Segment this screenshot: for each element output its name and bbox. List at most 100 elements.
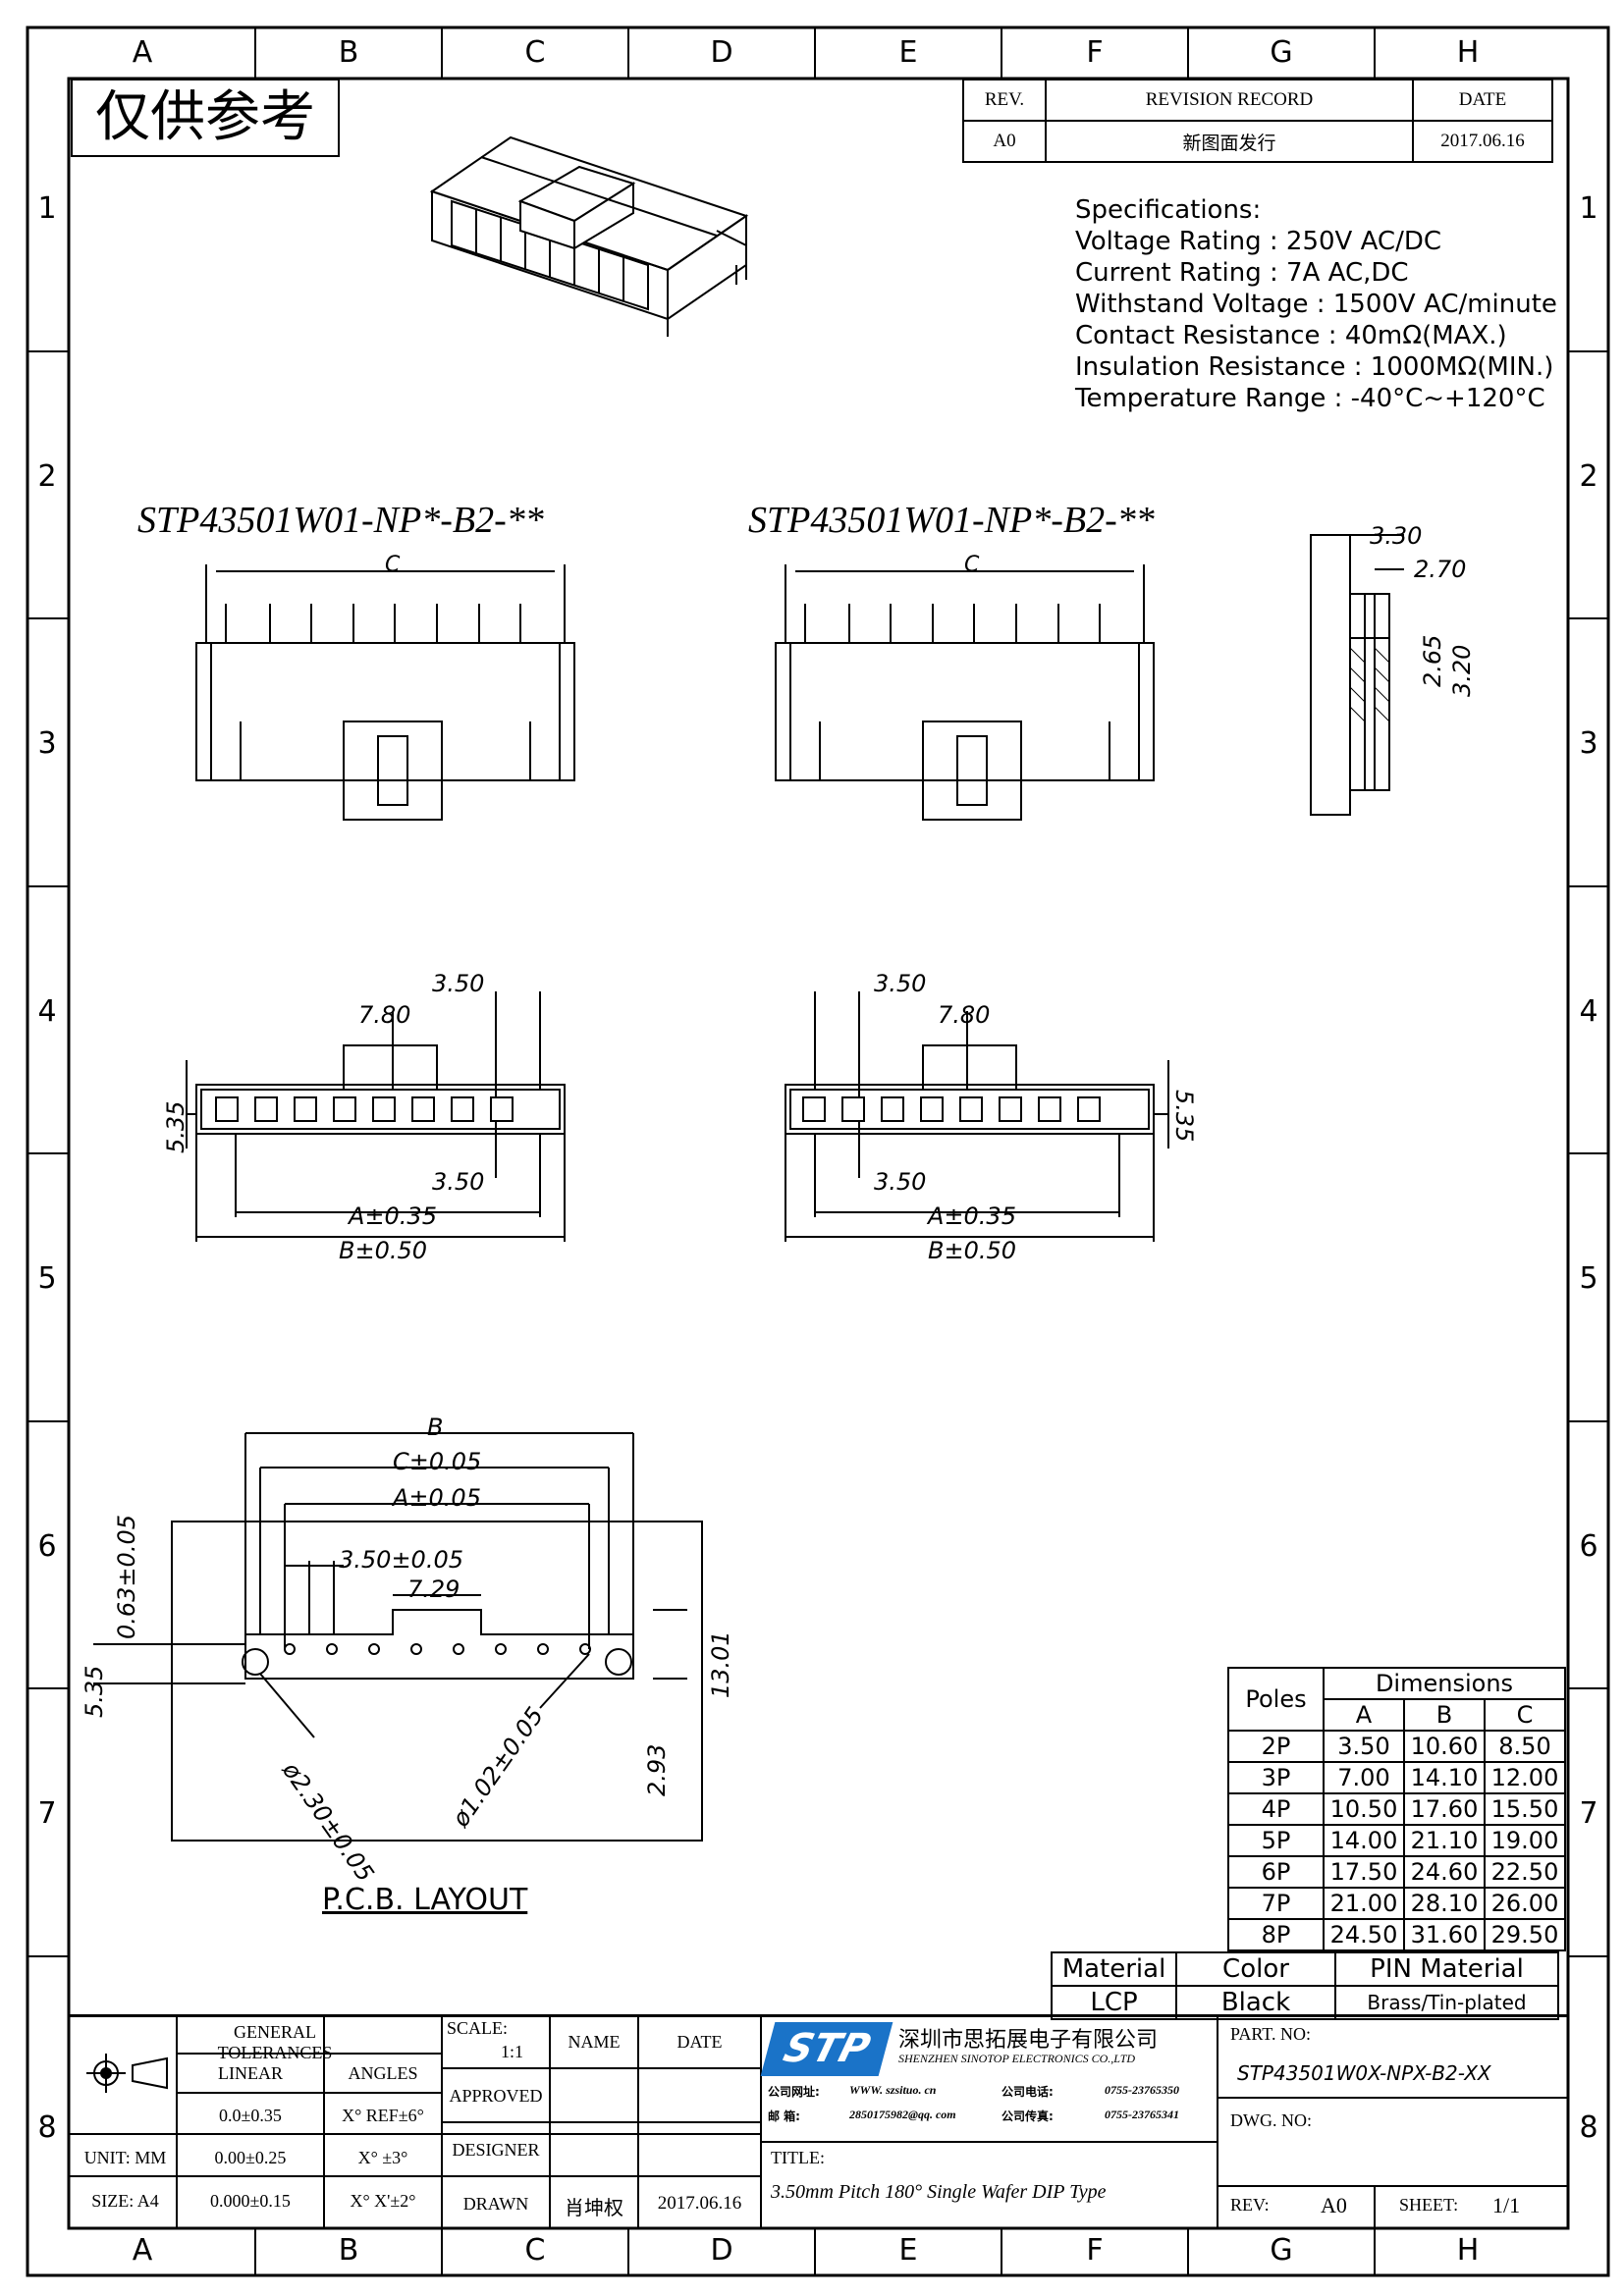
drawn-name: 肖坤权 bbox=[565, 2196, 623, 2219]
dim-350-top-right: 3.50 bbox=[874, 970, 927, 997]
pcb-dim-pitch: 3.50±0.05 bbox=[339, 1546, 463, 1574]
zone-col-g-top: G bbox=[1270, 35, 1293, 70]
table-row: 4P 10.50 17.60 15.50 bbox=[1227, 1792, 1566, 1826]
zone-col-f-bottom: F bbox=[1086, 2233, 1104, 2268]
poles-header: Poles bbox=[1227, 1667, 1325, 1732]
rev-label: REV: bbox=[1230, 2195, 1270, 2215]
cell-poles: 3P bbox=[1227, 1761, 1325, 1794]
dim-b-left: B±0.50 bbox=[339, 1237, 428, 1264]
spec-line: Contact Resistance : 40mΩ(MAX.) bbox=[1075, 321, 1507, 350]
zone-row-3-left: 3 bbox=[37, 726, 57, 761]
spec-line: Voltage Rating : 250V AC/DC bbox=[1075, 227, 1442, 256]
reference-only-stamp: 仅供参考 bbox=[71, 79, 340, 157]
projection-symbol-icon bbox=[86, 2054, 168, 2093]
cell-c: 29.50 bbox=[1484, 1918, 1566, 1951]
color-header: Color bbox=[1175, 1951, 1336, 1987]
unit-label: UNIT: MM bbox=[83, 2148, 167, 2167]
dim-c-left: C bbox=[385, 553, 401, 577]
dim-a-left: A±0.35 bbox=[349, 1202, 437, 1230]
connector-3d-view bbox=[429, 135, 749, 337]
zone-col-d-top: D bbox=[710, 35, 733, 70]
spec-line: Temperature Range : -40°C~+120°C bbox=[1075, 384, 1545, 413]
approved-label: APPROVED bbox=[449, 2086, 543, 2106]
cell-poles: 8P bbox=[1227, 1918, 1325, 1951]
col-c-header: C bbox=[1484, 1698, 1566, 1732]
dim-535-left: 5.35 bbox=[162, 1100, 189, 1153]
pcb-dim-535: 5.35 bbox=[81, 1665, 108, 1718]
dim-side-330: 3.30 bbox=[1370, 522, 1423, 550]
cell-a: 7.00 bbox=[1323, 1761, 1405, 1794]
cell-b: 14.10 bbox=[1403, 1761, 1486, 1794]
drawn-label: DRAWN bbox=[462, 2194, 529, 2214]
zone-row-2-left: 2 bbox=[37, 459, 57, 494]
front-view-right: C bbox=[775, 553, 1155, 821]
zone-col-e-top: E bbox=[898, 35, 918, 70]
zone-col-h-bottom: H bbox=[1456, 2233, 1480, 2268]
spec-line: Current Rating : 7A AC,DC bbox=[1075, 258, 1409, 288]
dim-535-right: 5.35 bbox=[1170, 1090, 1198, 1143]
dim-350-bottom-right: 3.50 bbox=[874, 1168, 927, 1196]
linear-tol-1: 0.0±0.35 bbox=[219, 2106, 282, 2125]
title-block-grid bbox=[69, 2014, 1568, 2228]
angle-tol-1: X° REF±6° bbox=[342, 2106, 424, 2125]
dim-780-right: 7.80 bbox=[938, 1001, 991, 1029]
cell-c: 22.50 bbox=[1484, 1855, 1566, 1889]
zone-row-6-right: 6 bbox=[1579, 1529, 1598, 1564]
web-label: 公司网址: bbox=[768, 2085, 820, 2099]
designer-label: DESIGNER bbox=[452, 2140, 540, 2160]
zone-row-8-right: 8 bbox=[1579, 2110, 1598, 2145]
angles-header: ANGLES bbox=[348, 2063, 418, 2083]
top-view-left bbox=[186, 991, 566, 1242]
scale-value: 1:1 bbox=[501, 2042, 524, 2061]
zone-row-4-right: 4 bbox=[1579, 994, 1598, 1029]
size-label: SIZE: A4 bbox=[91, 2191, 159, 2211]
zone-row-5-left: 5 bbox=[37, 1261, 57, 1296]
dwg-no-label: DWG. NO: bbox=[1230, 2110, 1312, 2130]
zone-col-h-top: H bbox=[1456, 35, 1480, 70]
zone-row-7-right: 7 bbox=[1579, 1796, 1598, 1831]
zone-row-8-left: 8 bbox=[37, 2110, 57, 2145]
cell-a: 17.50 bbox=[1323, 1855, 1405, 1889]
cell-poles: 6P bbox=[1227, 1855, 1325, 1889]
revision-date-value: 2017.06.16 bbox=[1412, 120, 1553, 163]
specs-heading: Specifications: bbox=[1075, 195, 1262, 225]
cell-a: 24.50 bbox=[1323, 1918, 1405, 1951]
zone-row-5-right: 5 bbox=[1579, 1261, 1598, 1296]
cell-c: 12.00 bbox=[1484, 1761, 1566, 1794]
name-header: NAME bbox=[568, 2032, 621, 2052]
linear-tol-3: 0.000±0.15 bbox=[210, 2191, 291, 2211]
side-view bbox=[1310, 534, 1404, 816]
pcb-dim-729: 7.29 bbox=[407, 1575, 460, 1603]
dim-side-265: 2.65 bbox=[1419, 634, 1446, 687]
zone-row-4-left: 4 bbox=[37, 994, 57, 1029]
table-row: 2P 3.50 10.60 8.50 bbox=[1227, 1730, 1566, 1763]
tel-value: 0755-23765350 bbox=[1105, 2083, 1179, 2097]
sheet-label: SHEET: bbox=[1399, 2195, 1459, 2215]
revision-table: REV. REVISION RECORD DATE A0 新图面发行 2017.… bbox=[962, 79, 1553, 163]
cell-b: 10.60 bbox=[1403, 1730, 1486, 1763]
zone-row-3-right: 3 bbox=[1579, 726, 1598, 761]
dim-c-right: C bbox=[964, 553, 980, 577]
dim-350-bottom-left: 3.50 bbox=[432, 1168, 485, 1196]
pcb-dim-1301: 13.01 bbox=[707, 1630, 734, 1698]
date-header-tb: DATE bbox=[677, 2032, 723, 2052]
general-tolerances-label: GENERAL TOLERANCES bbox=[217, 2022, 333, 2062]
mail-label: 邮 箱: bbox=[768, 2109, 800, 2123]
table-row: 3P 7.00 14.10 12.00 bbox=[1227, 1761, 1566, 1794]
spec-line: Insulation Resistance : 1000MΩ(MIN.) bbox=[1075, 352, 1554, 382]
title-block bbox=[69, 2014, 1568, 2231]
cell-a: 3.50 bbox=[1323, 1730, 1405, 1763]
zone-row-2-right: 2 bbox=[1579, 459, 1598, 494]
rev-value: A0 bbox=[962, 120, 1047, 163]
angle-tol-2: X° ±3° bbox=[357, 2148, 408, 2167]
pcb-dim-063: 0.63±0.05 bbox=[113, 1515, 140, 1639]
table-row: 5P 14.00 21.10 19.00 bbox=[1227, 1824, 1566, 1857]
dim-a-right: A±0.35 bbox=[928, 1202, 1016, 1230]
fax-value: 0755-23765341 bbox=[1105, 2108, 1179, 2121]
pcb-dim-c: C±0.05 bbox=[393, 1448, 482, 1475]
materials-table: Material Color PIN Material LCP Black Br… bbox=[1051, 1951, 1559, 2020]
part-label-right: STP43501W01-NP*-B2-** bbox=[748, 500, 1155, 541]
zone-row-1-right: 1 bbox=[1579, 191, 1598, 226]
cell-b: 21.10 bbox=[1403, 1824, 1486, 1857]
revision-record-header: REVISION RECORD bbox=[1045, 79, 1414, 122]
